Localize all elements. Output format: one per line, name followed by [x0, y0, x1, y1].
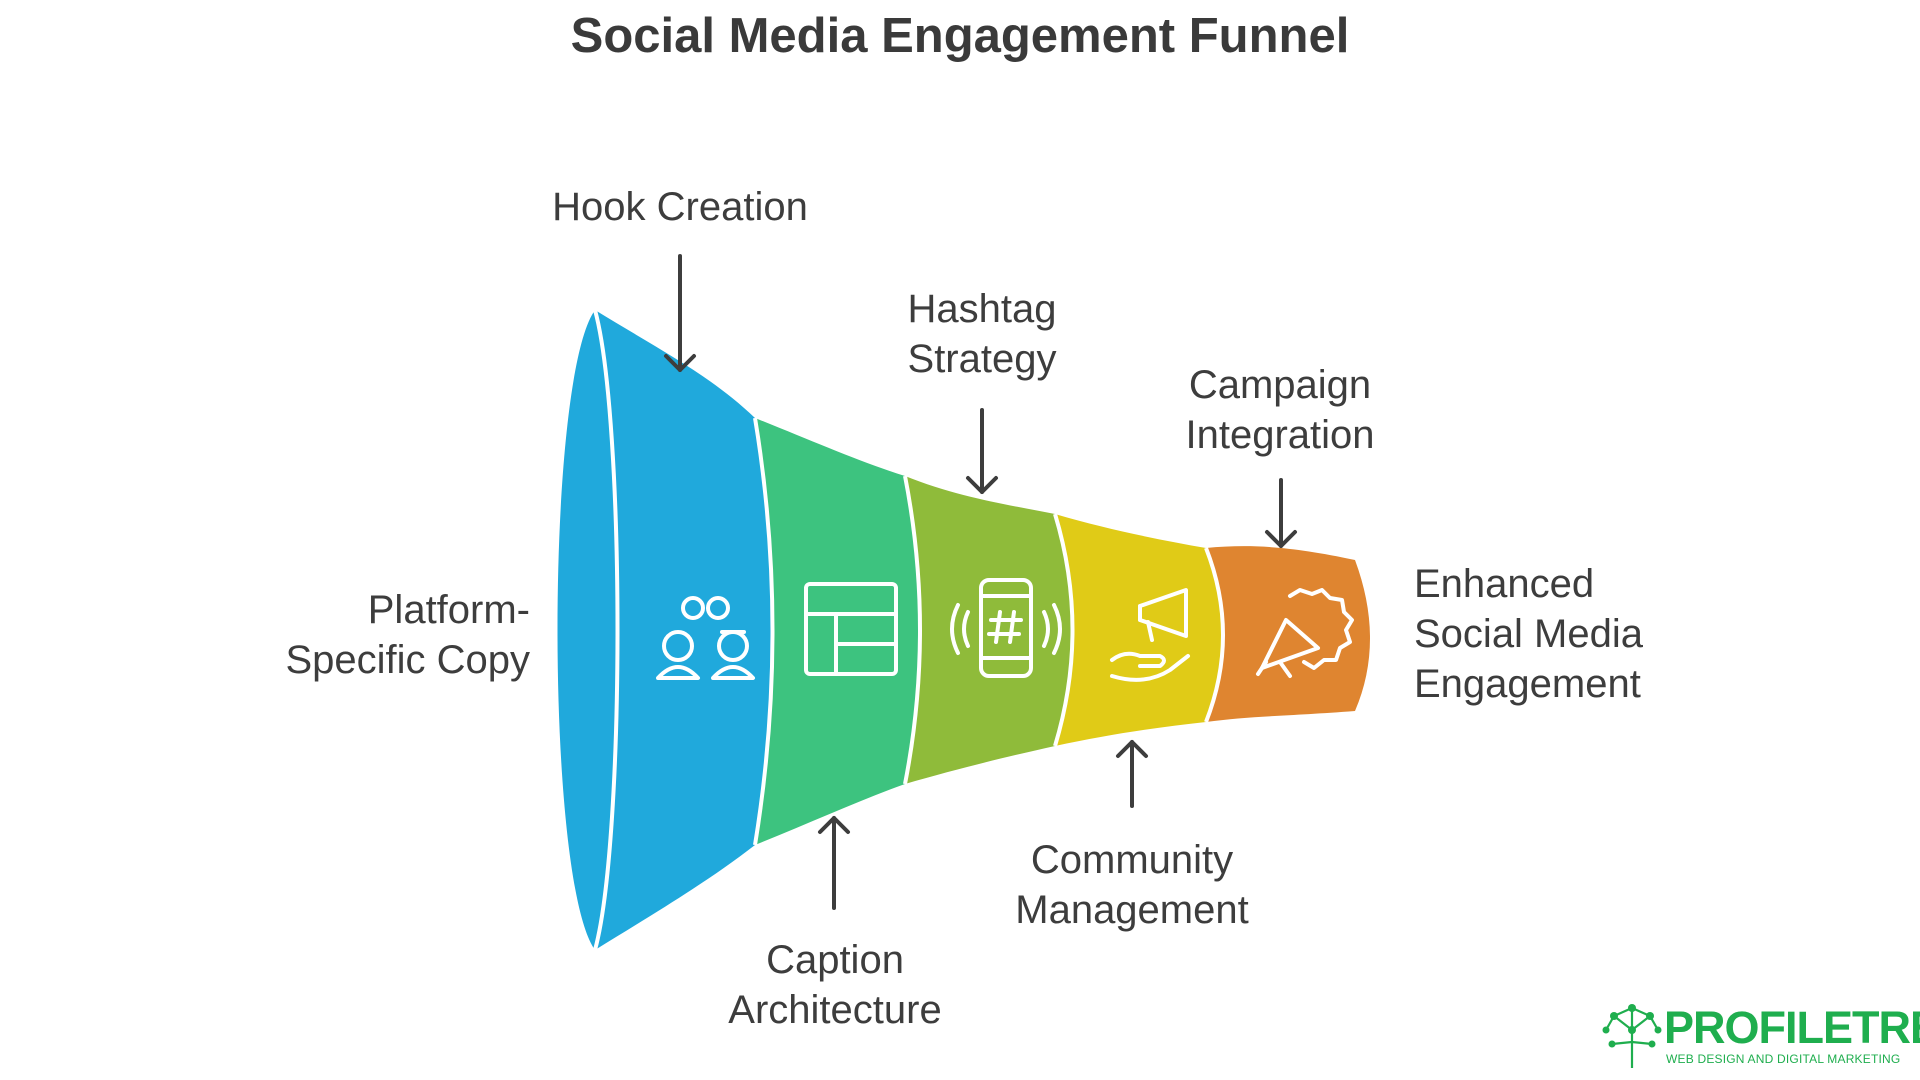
- arrow-hashtag: [966, 408, 998, 494]
- arrow-campaign: [1265, 478, 1297, 548]
- funnel-segment-4: [1055, 514, 1223, 746]
- arrow-hook: [664, 254, 696, 372]
- tree-network-icon: [1602, 1004, 1662, 1068]
- layout-icon: [804, 582, 898, 676]
- people-link-icon: [656, 596, 755, 680]
- megaphone-badge-icon: [1256, 588, 1354, 678]
- label-caption-architecture: Caption Architecture: [728, 938, 942, 1032]
- funnel-mouth: [593, 309, 620, 951]
- hand-megaphone-icon: [1110, 588, 1190, 682]
- funnel-segment-1: [557, 310, 773, 950]
- label-hashtag-strategy: Hashtag Strategy: [907, 287, 1057, 381]
- phone-hashtag-icon: [950, 578, 1062, 678]
- label-campaign-integration: Campaign Integration: [1185, 363, 1375, 457]
- funnel-segment-3: [905, 476, 1073, 784]
- logo-wordmark: PROFILETREE: [1664, 1002, 1920, 1053]
- profiletree-logo: PROFILETREE WEB DESIGN AND DIGITAL MARKE…: [1600, 1000, 1920, 1070]
- funnel-segment-5: [1206, 546, 1370, 722]
- label-hook-creation: Hook Creation: [552, 185, 808, 229]
- arrow-community: [1116, 740, 1148, 808]
- label-community-management: Community Management: [1015, 838, 1249, 932]
- arrow-caption: [818, 816, 850, 910]
- label-enhanced-engagement: Enhanced Social Media Engagement: [1414, 562, 1644, 706]
- page-title: Social Media Engagement Funnel: [570, 9, 1350, 63]
- label-platform-specific-copy: Platform- Specific Copy: [285, 588, 530, 682]
- logo-tagline: WEB DESIGN AND DIGITAL MARKETING: [1666, 1052, 1901, 1066]
